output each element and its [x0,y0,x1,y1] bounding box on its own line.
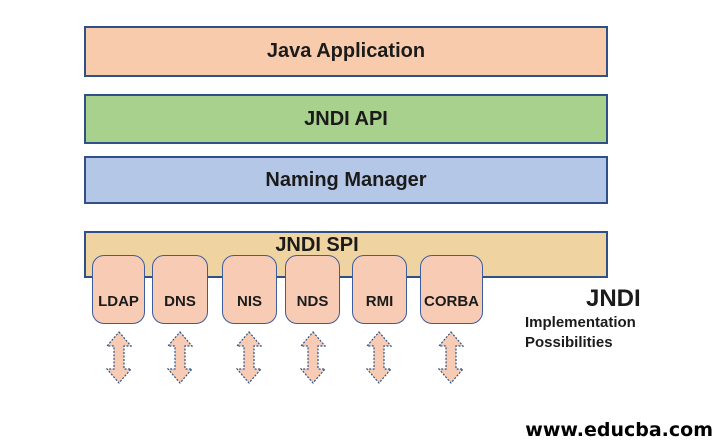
double-arrow-icon [236,331,262,384]
provider-corba-label: CORBA [424,293,479,310]
double-arrow-icon [366,331,392,384]
side-note-line-implementation: Implementation [525,314,636,331]
provider-box-dns: DNS [152,255,208,324]
layer-jndi-api-label: JNDI API [304,107,388,130]
provider-box-ldap: LDAP [92,255,145,324]
watermark-text: www.educba.com [525,419,713,441]
provider-rmi-label: RMI [365,293,394,310]
double-arrow-icon [167,331,193,384]
layer-jndi-spi-label: JNDI SPI [275,234,359,256]
layer-naming-manager-label: Naming Manager [265,168,427,191]
layer-jndi-api: JNDI API [84,94,608,144]
provider-ldap-label: LDAP [98,293,139,310]
provider-nis-label: NIS [236,293,262,310]
side-note-line-possibilities: Possibilities [525,334,613,351]
provider-box-nis: NIS [222,255,277,324]
layer-naming-manager: Naming Manager [84,156,608,204]
layer-java-application-label: Java Application [266,40,426,62]
provider-dns-label: DNS [164,293,196,310]
provider-nds-label: NDS [296,293,329,310]
provider-box-nds: NDS [285,255,340,324]
provider-box-corba: CORBA [420,255,483,324]
double-arrow-icon [438,331,464,384]
side-note-heading: JNDI [586,285,641,312]
double-arrow-icon [300,331,326,384]
layer-java-application: Java Application [84,26,608,77]
double-arrow-icon [106,331,132,384]
provider-box-rmi: RMI [352,255,407,324]
